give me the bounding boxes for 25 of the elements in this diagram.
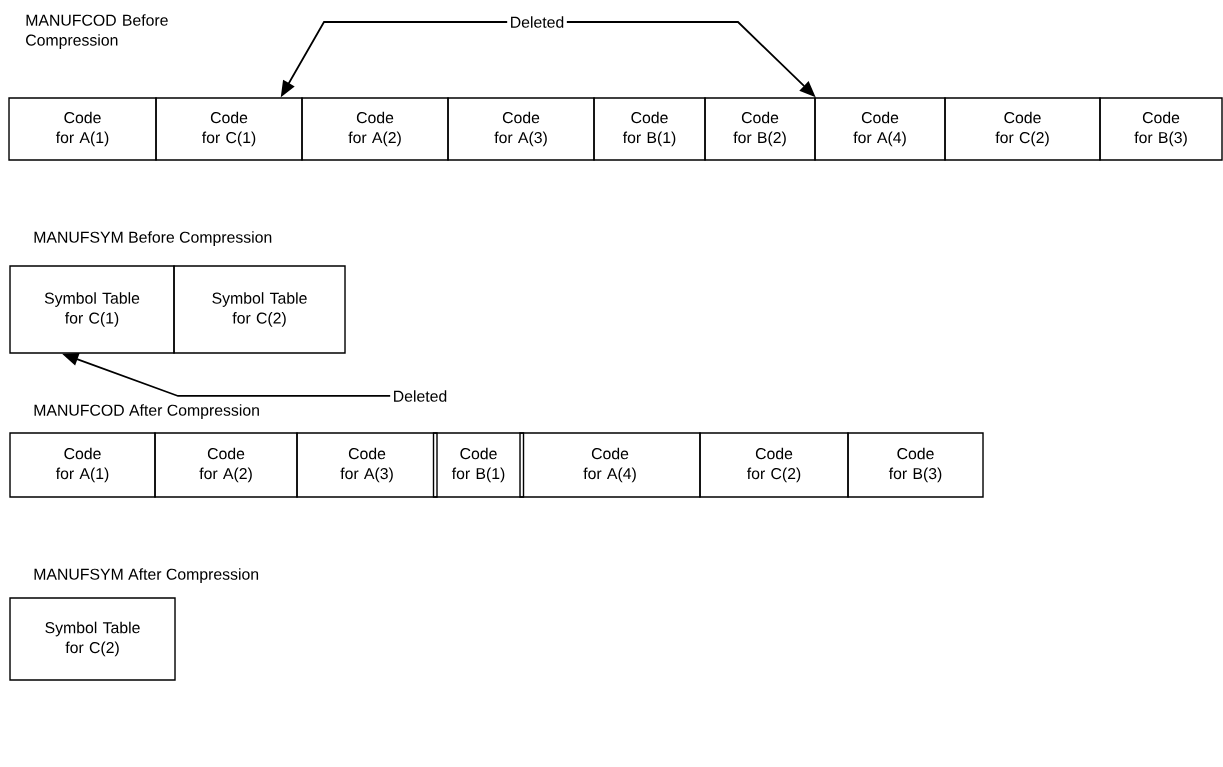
memory-cell: Code for A(1) [9, 432, 156, 498]
memory-cell: Code for B(1) [432, 432, 525, 498]
memory-cell: Code for B(3) [1099, 97, 1223, 161]
memory-cell: Code for A(2) [301, 97, 449, 161]
memory-cell: Code for A(2) [154, 432, 298, 498]
memory-cell: Code for C(1) [155, 97, 303, 161]
callout-text: Deleted [511, 16, 564, 28]
memory-cell: Code for A(3) [296, 432, 438, 498]
memory-cell: Code for A(4) [519, 432, 701, 498]
memory-cell: Code for A(3) [447, 97, 595, 161]
callout-text: Deleted [394, 390, 447, 402]
section-heading: MANUFSYM Before Compression [34, 231, 272, 246]
memory-cell: Code for A(1) [8, 97, 157, 161]
memory-cell: Symbol Table for C(1) [9, 265, 175, 354]
memory-cell: Code for B(3) [847, 432, 984, 498]
memory-cell: Code for C(2) [699, 432, 849, 498]
memory-cell: Code for B(1) [593, 97, 706, 161]
memory-cell: Code for B(2) [704, 97, 816, 161]
memory-cell: Symbol Table for C(2) [9, 597, 176, 681]
section-heading: MANUFCOD After Compression [34, 404, 259, 419]
section-heading: MANUFSYM After Compression [34, 568, 259, 583]
section-heading: MANUFCOD Before Compression [26, 14, 168, 49]
memory-cell: Symbol Table for C(2) [173, 265, 346, 354]
memory-cell: Code for C(2) [944, 97, 1101, 161]
memory-cell: Code for A(4) [814, 97, 946, 161]
